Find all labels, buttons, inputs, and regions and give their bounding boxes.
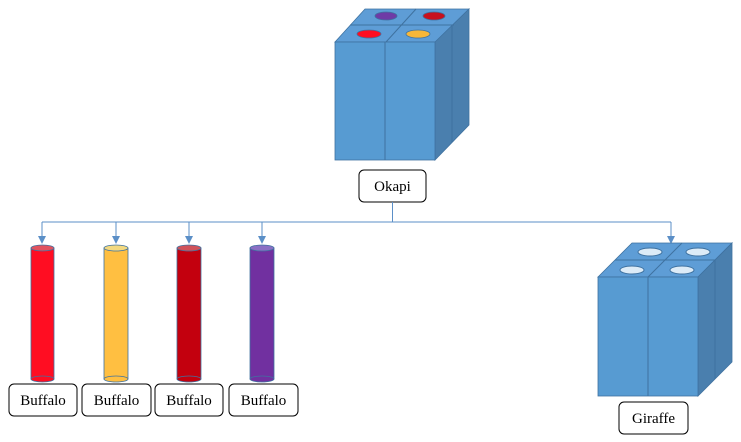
- cylinder-base: [30, 375, 55, 383]
- buffalo-label: Buffalo: [94, 393, 140, 409]
- cylinder-cap: [30, 244, 55, 252]
- okapi-cube: [334, 8, 470, 161]
- giraffe-label: Giraffe: [632, 411, 675, 427]
- cylinder-2: [103, 244, 129, 383]
- giraffe-dot: [619, 265, 645, 275]
- giraffe-dot: [637, 247, 663, 257]
- cylinder-base: [176, 375, 202, 383]
- cylinder-body: [30, 247, 55, 380]
- cylinder-body: [249, 247, 275, 380]
- cylinder-cap: [249, 244, 275, 252]
- giraffe-cube: [597, 242, 733, 397]
- cylinder-cap: [103, 244, 129, 252]
- okapi-cube-top-divider-v: [385, 8, 417, 43]
- giraffe-node: Giraffe: [618, 401, 689, 435]
- okapi-label: Okapi: [374, 179, 411, 195]
- cylinder-body: [176, 247, 202, 380]
- cylinder-1: [30, 244, 55, 383]
- buffalo-node-3: Buffalo: [154, 383, 224, 417]
- cylinder-4: [249, 244, 275, 383]
- okapi-dot-red: [356, 29, 382, 39]
- buffalo-label-box: [154, 383, 224, 417]
- cylinder-base: [249, 375, 275, 383]
- giraffe-cube-top-divider-v: [647, 242, 683, 278]
- okapi-node: Okapi: [358, 169, 427, 203]
- cylinder-3: [176, 244, 202, 383]
- okapi-dot-purple: [374, 11, 398, 21]
- buffalo-node-2: Buffalo: [81, 383, 152, 417]
- buffalo-label-box: [81, 383, 152, 417]
- cylinder-base: [103, 375, 129, 383]
- buffalo-node-1: Buffalo: [8, 383, 78, 417]
- buffalo-label: Buffalo: [166, 393, 212, 409]
- okapi-dot-darkred: [422, 11, 446, 21]
- buffalo-node-4: Buffalo: [228, 383, 299, 417]
- buffalo-label: Buffalo: [241, 393, 287, 409]
- buffalo-label: Buffalo: [20, 393, 66, 409]
- cylinder-body: [103, 247, 129, 380]
- giraffe-dot: [685, 247, 711, 257]
- cylinder-cap: [176, 244, 202, 252]
- connectors: [38, 202, 675, 244]
- giraffe-dot: [669, 265, 695, 275]
- buffalo-label-box: [8, 383, 78, 417]
- giraffe-label-box: [618, 401, 689, 435]
- buffalo-label-box: [228, 383, 299, 417]
- okapi-dot-orange: [405, 29, 431, 39]
